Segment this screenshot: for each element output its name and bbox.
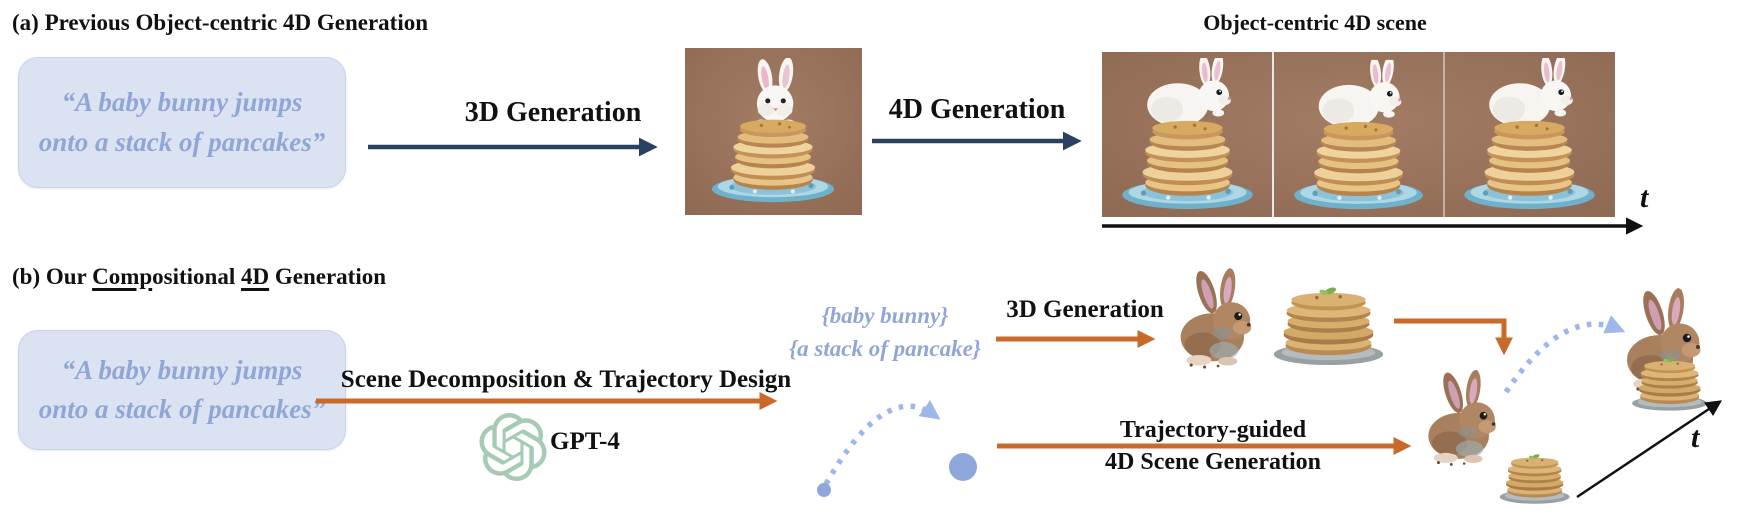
entity-baby-bunny: {baby bunny} (821, 303, 949, 328)
gpt4-label: GPT-4 (550, 428, 620, 455)
panel-b-title-suffix: Generation (269, 264, 387, 289)
label-4d-generation-a: 4D Generation (888, 94, 1066, 125)
connector-assets-to-scene (1394, 318, 1513, 356)
label-trajectory-guided-line2: 4D Scene Generation (1105, 449, 1321, 475)
label-3d-generation-b: 3D Generation (1006, 296, 1164, 323)
label-scene-decomposition: Scene Decomposition & Trajectory Design (340, 366, 792, 393)
panel-a-title: (a) Previous Object-centric 4D Generatio… (12, 10, 429, 35)
prompt-a-line2: onto a stack of pancakes” (38, 126, 326, 157)
scene-pancakes-landed (1632, 356, 1708, 411)
bunny-3d-asset (1180, 267, 1252, 369)
prompt-a-line1: “A baby bunny jumps (61, 87, 303, 118)
pancake-3d-asset (1273, 286, 1384, 366)
generated-3d-photo (685, 48, 862, 215)
openai-logo-icon (479, 413, 547, 481)
trajectory-demo-end-dot (949, 453, 977, 481)
entity-stack-of-pancake: {a stack of pancake} (789, 336, 981, 361)
panel-b-title-prefix: (b) Our (12, 264, 93, 289)
prompt-b-line1: “A baby bunny jumps (61, 354, 303, 385)
time-axis-label-b: t (1691, 421, 1700, 454)
scene-jump-trajectory-arc (1503, 315, 1626, 394)
prompt-b-line2: onto a stack of pancakes” (38, 394, 326, 424)
prompt-box-a: “A baby bunny jumps onto a stack of panc… (18, 57, 346, 188)
prompt-box-b: “A baby bunny jumps onto a stack of panc… (18, 330, 346, 450)
object-centric-4d-scene-strip (1102, 52, 1615, 217)
label-3d-generation-a: 3D Generation (464, 97, 642, 128)
trajectory-demo-start-dot (817, 483, 831, 497)
label-trajectory-guided-line1: Trajectory-guided (1119, 417, 1307, 443)
panel-b-title-underline1: Comp (92, 264, 153, 289)
scene-pancakes-start (1499, 453, 1570, 504)
time-axis-label-a: t (1640, 181, 1649, 214)
panel-b-title-underline2: 4D (240, 264, 270, 289)
trajectory-demo-arc (823, 400, 941, 486)
panel-b-title: (b) Our Compositional 4D Generation (12, 264, 386, 290)
object-centric-scene-title: Object-centric 4D scene (1203, 10, 1427, 35)
panel-b-title-middle: ositional (152, 264, 241, 289)
